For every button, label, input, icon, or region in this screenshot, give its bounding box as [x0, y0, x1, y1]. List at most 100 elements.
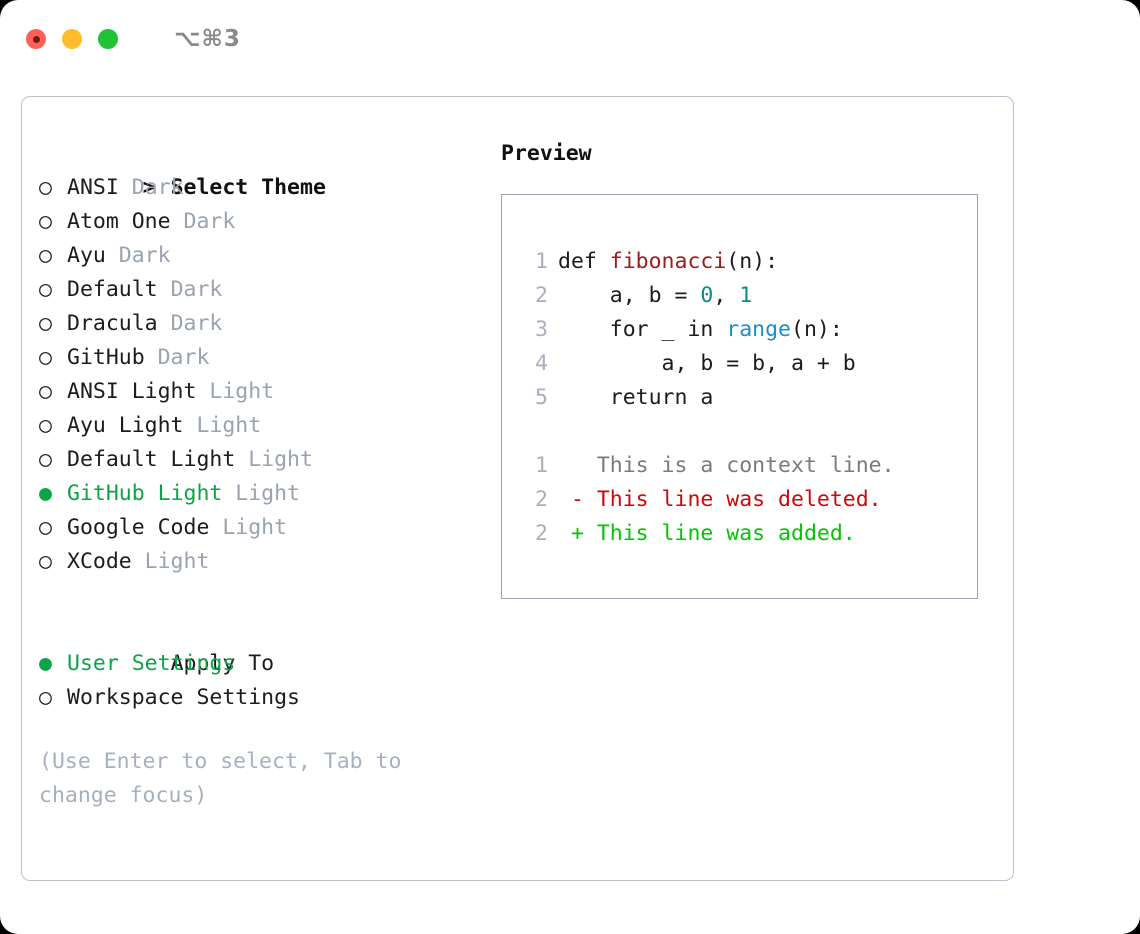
theme-variant: Light [248, 447, 313, 472]
code-token: (n): [791, 317, 843, 342]
theme-variant: Dark [157, 345, 210, 370]
theme-variant: Light [196, 413, 262, 438]
radio-unselected-icon: ○ [39, 345, 52, 370]
apply-to-item[interactable]: ● User Settings [39, 647, 489, 681]
line-number: 2 [535, 521, 548, 546]
radio-unselected-icon: ○ [39, 277, 52, 302]
diff-line: 2 + This line was added. [520, 517, 895, 551]
apply-to-header-label: Apply To [170, 651, 275, 676]
theme-list-item[interactable]: ○ GitHub Dark [39, 341, 489, 375]
theme-list-item[interactable]: ○Default Light Light [39, 443, 489, 477]
theme-list-item[interactable]: ○ XCode Light [39, 545, 489, 579]
theme-list-item[interactable]: ○ ANSI Dark [39, 171, 489, 205]
diff-text: This line was deleted. [583, 487, 882, 512]
title-bar: ⌥⌘3 [0, 0, 1140, 78]
theme-name: GitHub [67, 345, 158, 370]
code-token: return a [558, 385, 714, 410]
line-number: 4 [535, 351, 548, 376]
radio-unselected-icon: ○ [39, 685, 52, 710]
code-line: 4 a, b = b, a + b [520, 347, 895, 381]
radio-selected-icon: ● [39, 481, 52, 506]
radio-unselected-icon: ○ [39, 243, 52, 268]
maximize-button[interactable] [98, 29, 118, 49]
code-token: a, b = b, a + b [558, 351, 856, 376]
theme-variant: Dark [183, 209, 236, 234]
radio-unselected-icon: ○ [39, 549, 52, 574]
theme-list-item[interactable]: ○ Default Dark [39, 273, 489, 307]
theme-name: ANSI Light [67, 379, 210, 404]
radio-unselected-icon: ○ [39, 413, 52, 438]
keyboard-shortcut-label: ⌥⌘3 [174, 26, 241, 52]
diff-sign [558, 453, 584, 478]
radio-unselected-icon: ○ [39, 209, 52, 234]
line-number: 2 [535, 487, 548, 512]
theme-variant: Light [235, 481, 301, 506]
close-button[interactable] [26, 29, 46, 49]
code-token: 1 [739, 283, 753, 308]
theme-name: Ayu [67, 243, 119, 268]
theme-selection-column: >Select Theme ○ANSI Dark○Atom One Dark○A… [39, 137, 489, 813]
code-line: 1 def fibonacci(n): [520, 245, 895, 279]
minimize-button[interactable] [62, 29, 82, 49]
main-panel: >Select Theme ○ANSI Dark○Atom One Dark○A… [21, 96, 1014, 881]
apply-to-header: Apply To [39, 613, 489, 676]
theme-list-item[interactable]: ○ Dracula Dark [39, 307, 489, 341]
radio-unselected-icon: ○ [39, 175, 52, 200]
line-number: 5 [535, 385, 548, 410]
code-token: 0 [700, 283, 714, 308]
theme-name: Default Light [67, 447, 249, 472]
line-number: 1 [535, 249, 548, 274]
code-line: 5 return a [520, 381, 895, 415]
theme-list-item[interactable]: ○Ayu Light Light [39, 409, 489, 443]
apply-to-label: User Settings [67, 651, 236, 676]
diff-text: This is a context line. [583, 453, 895, 478]
line-number: 2 [535, 283, 548, 308]
code-line: 3 for _ in range(n): [520, 313, 895, 347]
theme-list-item[interactable]: ○ Ayu Dark [39, 239, 489, 273]
diff-sign: + [558, 521, 584, 546]
code-blank-line [520, 415, 895, 449]
theme-list-item[interactable]: ○ ANSI Light Light [39, 375, 489, 409]
theme-name: Default [67, 277, 171, 302]
theme-name: Google Code [67, 515, 223, 540]
line-number: 1 [535, 453, 548, 478]
theme-name: ANSI [67, 175, 132, 200]
code-token: (n): [726, 249, 779, 274]
keyboard-hint: (Use Enter to select, Tab to change focu… [39, 749, 402, 808]
theme-variant: Dark [170, 277, 223, 302]
theme-list-item[interactable]: ○Atom One Dark [39, 205, 489, 239]
radio-unselected-icon: ○ [39, 515, 52, 540]
theme-variant: Dark [118, 243, 171, 268]
caret-icon: > [142, 175, 156, 200]
radio-selected-icon: ● [39, 651, 52, 676]
line-number: 3 [535, 317, 548, 342]
select-theme-header-label: Select Theme [170, 175, 326, 200]
diff-line: 2 - This line was deleted. [520, 483, 895, 517]
theme-variant: Light [222, 515, 288, 540]
apply-to-item[interactable]: ○Workspace Settings [39, 681, 489, 715]
preview-title: Preview [501, 141, 592, 166]
diff-line: 1 This is a context line. [520, 449, 895, 483]
list-spacer [39, 579, 489, 613]
theme-list-item[interactable]: ●GitHub Light Light [39, 477, 489, 511]
theme-variant: Dark [170, 311, 223, 336]
select-theme-header: > Select Theme [39, 137, 489, 200]
theme-list: ○ANSI Dark○Atom One Dark○Ayu Dark○Defaul… [39, 171, 489, 579]
code-token: def [558, 249, 610, 274]
radio-unselected-icon: ○ [39, 311, 52, 336]
theme-name: Dracula [67, 311, 171, 336]
radio-unselected-icon: ○ [39, 379, 52, 404]
code-token: , [713, 283, 740, 308]
theme-variant: Light [209, 379, 275, 404]
theme-variant: Light [144, 549, 210, 574]
apply-to-list: ● User Settings ○Workspace Settings [39, 647, 489, 715]
code-token: a, b = [558, 283, 701, 308]
theme-variant: Dark [131, 175, 184, 200]
theme-list-item[interactable]: ○ Google Code Light [39, 511, 489, 545]
theme-name: XCode [67, 549, 145, 574]
code-token: fibonacci [609, 249, 727, 274]
